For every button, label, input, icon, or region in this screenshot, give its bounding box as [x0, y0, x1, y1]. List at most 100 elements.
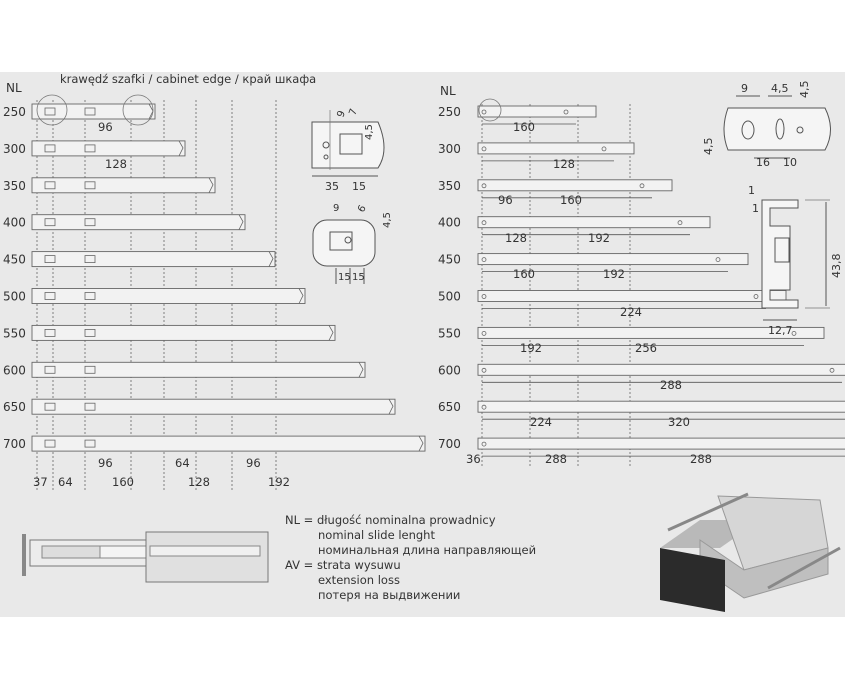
- left-slide-rail: [31, 398, 396, 415]
- left-slide-rail: [31, 177, 216, 194]
- right-slide-rail: [477, 142, 635, 155]
- left-row-label: 550: [3, 326, 26, 340]
- left-row-label: 400: [3, 216, 26, 230]
- left-slide-end: [268, 251, 274, 267]
- left-dim-37: 37: [33, 475, 48, 489]
- left-row-label: 600: [3, 363, 26, 377]
- left-dim-96-top: 96: [98, 120, 113, 134]
- left-dim-96-a: 96: [98, 456, 113, 470]
- right-row-label: 550: [438, 326, 461, 340]
- detail-a-dim-45: 4,5: [364, 124, 375, 140]
- left-dim-64-b: 64: [175, 456, 190, 470]
- right-row-label: 450: [438, 253, 461, 267]
- right-dim-r5a: 160: [513, 267, 535, 281]
- right-slide-hole: [481, 257, 487, 263]
- right-row-label: 600: [438, 363, 461, 377]
- right-row-label: 700: [438, 437, 461, 451]
- left-dim-128-top: 128: [105, 157, 127, 171]
- detail-b-dim-15b: 15: [352, 272, 365, 283]
- left-slide-hole: [44, 181, 56, 190]
- right-dim-r6: 224: [620, 305, 642, 319]
- left-row-label: 250: [3, 105, 26, 119]
- left-slide-rail: [31, 361, 366, 378]
- detail-slotted-plate: 9 4,5 4,5 4,5 16 10: [702, 81, 831, 169]
- profile-dim-1b: 1: [752, 202, 759, 215]
- left-slide-hole: [44, 218, 56, 227]
- left-slide-end: [328, 325, 334, 341]
- right-row-label: 250: [438, 105, 461, 119]
- left-slide-rail: [31, 214, 246, 231]
- drawer-illustration: [660, 492, 841, 612]
- cabinet-edge-marker: [122, 94, 154, 126]
- right-edge-marker: [478, 98, 502, 122]
- legend-av-3: потеря на выдвижении: [318, 588, 460, 602]
- right-dim-r9a: 224: [530, 415, 552, 429]
- detail-c-dim-45c: 4,5: [702, 138, 715, 156]
- right-dim-r7a: 192: [520, 341, 542, 355]
- detail-b-dim-9: 9: [333, 203, 339, 214]
- detail-bracket: 9 6 4,5 15 15: [312, 203, 393, 284]
- profile-dim-1a: 1: [748, 184, 755, 197]
- left-dimensions: 96 128 37 64 96 160 64 128 96 192: [33, 120, 290, 489]
- right-slide-rail: [477, 363, 845, 376]
- left-slide-hole: [44, 402, 56, 411]
- left-slide-hole: [84, 181, 96, 190]
- left-dim-160: 160: [112, 475, 134, 489]
- right-slide-rail: [477, 400, 845, 413]
- left-slide-hole: [44, 255, 56, 264]
- left-slide-end: [208, 177, 214, 193]
- detail-c-dim-45b: 4,5: [798, 81, 811, 99]
- profile-dim-127: 12,7: [768, 324, 793, 337]
- right-row-label: 650: [438, 400, 461, 414]
- left-slide-end: [178, 140, 184, 157]
- right-slide-hole: [639, 183, 645, 189]
- legend-av-2: extension loss: [318, 573, 400, 587]
- left-slide-hole: [84, 292, 96, 300]
- left-row-label: 700: [3, 437, 26, 451]
- right-dim-r10a: 288: [545, 452, 567, 466]
- cabinet-edge-marker: [36, 94, 68, 126]
- right-slide-rail: [477, 216, 711, 229]
- detail-a-dim-15: 15: [352, 180, 366, 193]
- right-slide-rail: [477, 437, 845, 450]
- left-slide-hole: [44, 292, 56, 300]
- left-slide-hole: [84, 144, 96, 153]
- right-slide-hole: [715, 257, 721, 263]
- detail-a-dim-35: 35: [325, 180, 339, 193]
- left-slide-hole: [84, 365, 96, 374]
- detail-c-dim-45a: 4,5: [771, 82, 789, 95]
- right-dim-r9b: 320: [668, 415, 690, 429]
- left-row-label: 350: [3, 179, 26, 193]
- right-slide-hole: [601, 146, 607, 152]
- left-dim-64: 64: [58, 475, 73, 489]
- right-slide-hole: [791, 330, 797, 336]
- right-dim-36: 36: [466, 452, 481, 466]
- left-slide-end: [358, 362, 364, 378]
- right-slide-rail: [477, 179, 673, 192]
- detail-a-dim-9: 9: [335, 109, 348, 119]
- detail-b-dim-15a: 15: [338, 272, 351, 283]
- left-slide-rail: [31, 324, 336, 341]
- right-slide-hole: [481, 330, 487, 336]
- cabinet-edge-label: krawędź szafki / cabinet edge / край шка…: [60, 72, 316, 86]
- right-dim-r8: 288: [660, 378, 682, 392]
- right-slide-rail: [477, 290, 787, 302]
- right-slide-hole: [829, 367, 835, 373]
- detail-a-dim-7: 7: [347, 107, 360, 117]
- right-dim-r4a: 128: [505, 231, 527, 245]
- legend-nl-1: NL = długość nominalna prowadnicy: [285, 513, 496, 527]
- right-row-label: 500: [438, 290, 461, 304]
- left-slide-hole: [84, 218, 96, 227]
- legend: NL = długość nominalna prowadnicy nomina…: [285, 513, 536, 602]
- detail-profile: 1 1 43,8 12,7: [748, 184, 843, 337]
- right-slide-hole: [481, 441, 487, 447]
- left-slide-end: [388, 399, 394, 415]
- right-nl-label: NL: [440, 84, 456, 98]
- right-slide-hole: [481, 367, 487, 373]
- left-slide-rail: [31, 435, 426, 452]
- right-slide-hole: [481, 109, 487, 115]
- right-dim-r3a: 96: [498, 193, 513, 207]
- right-dimensions: 160 128 96 160 128 192 160 192 224 192 2…: [466, 120, 712, 466]
- left-slide-rail: [31, 103, 156, 120]
